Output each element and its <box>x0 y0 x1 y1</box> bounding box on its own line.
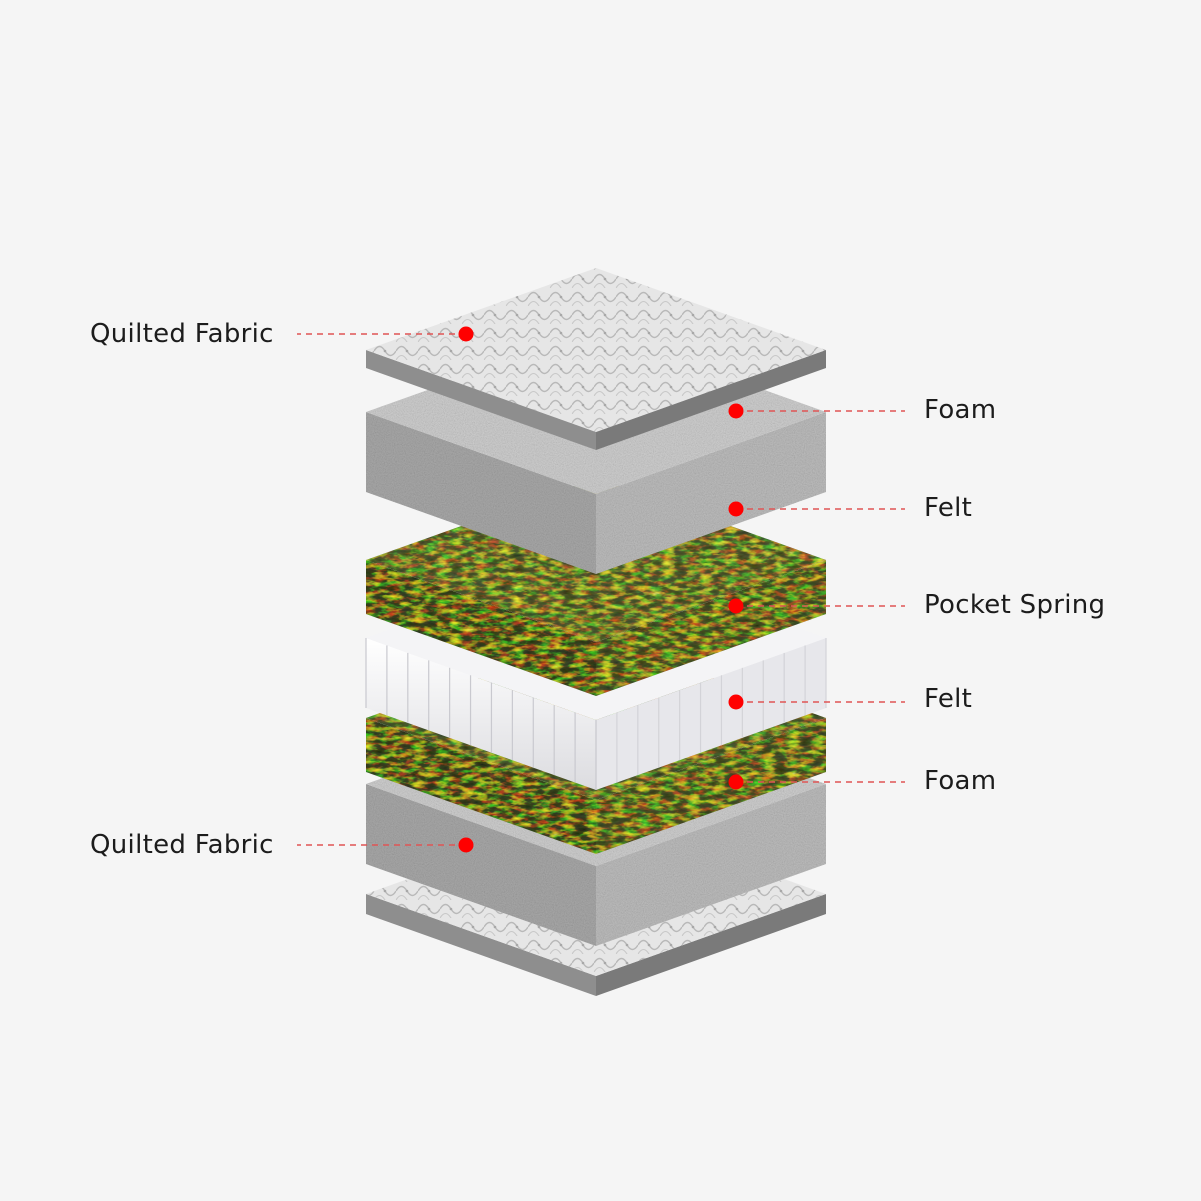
label-pocket-spring: Pocket Spring <box>924 590 1106 620</box>
callout-felt-bottom <box>728 694 905 710</box>
layer-right-face <box>596 894 826 996</box>
marker-dot <box>728 403 744 419</box>
layer-right-face <box>596 412 826 574</box>
callout-quilted-top <box>297 326 474 342</box>
layer-left-face <box>366 560 596 696</box>
label-foam-top: Foam <box>924 395 997 425</box>
marker-dot <box>728 774 744 790</box>
layer-left-face <box>366 350 596 450</box>
callout-quilted-bottom <box>297 837 474 853</box>
marker-dot <box>458 837 474 853</box>
layer-right-face <box>596 350 826 450</box>
marker-dot <box>728 694 744 710</box>
callout-foam-top <box>728 403 905 419</box>
layer-left-face <box>366 894 596 996</box>
layer-right-face <box>596 638 826 790</box>
label-felt-top: Felt <box>924 493 973 523</box>
layer-right-face <box>596 560 826 696</box>
callout-foam-bottom <box>728 774 905 790</box>
layer-left-face <box>366 718 596 854</box>
layer-left-face <box>366 638 596 790</box>
layer-left-face <box>366 412 596 574</box>
layer-top-face <box>366 268 826 432</box>
callout-felt-top <box>728 501 905 517</box>
layer-right-face <box>596 718 826 854</box>
layer-quilted-top <box>366 268 826 450</box>
label-quilted-bottom: Quilted Fabric <box>90 830 274 860</box>
marker-dot <box>728 598 744 614</box>
callout-pocket-spring <box>728 598 905 614</box>
label-quilted-top: Quilted Fabric <box>90 319 274 349</box>
marker-dot <box>458 326 474 342</box>
label-foam-bottom: Foam <box>924 766 997 796</box>
layer-right-face <box>596 784 826 946</box>
marker-dot <box>728 501 744 517</box>
layer-left-face <box>366 784 596 946</box>
label-felt-bottom: Felt <box>924 684 973 714</box>
